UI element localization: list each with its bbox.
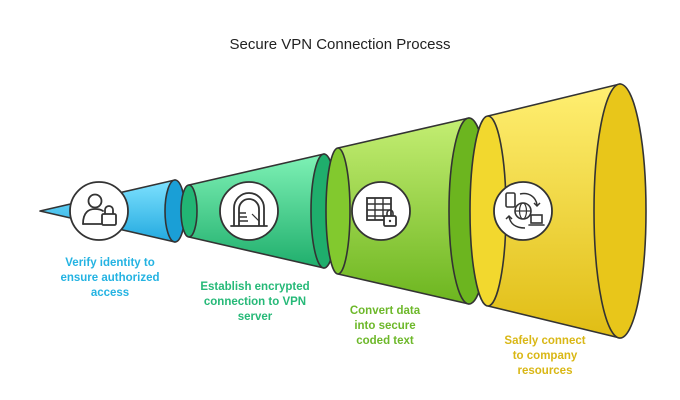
stage-4-segment bbox=[469, 83, 647, 339]
stage-2-label: Establish encrypted connection to VPN se… bbox=[200, 281, 310, 323]
tunnel-icon bbox=[219, 181, 279, 241]
network-globe-icon bbox=[493, 181, 553, 241]
stage-4-label: Safely connect to company resources bbox=[504, 335, 586, 377]
encrypted-table-icon bbox=[351, 181, 411, 241]
user-lock-icon bbox=[69, 181, 129, 241]
diagram-title: Secure VPN Connection Process bbox=[229, 36, 451, 53]
stage-1-label: Verify identity to ensure authorized acc… bbox=[60, 257, 160, 299]
stage-3-label: Convert data into secure coded text bbox=[349, 305, 421, 347]
